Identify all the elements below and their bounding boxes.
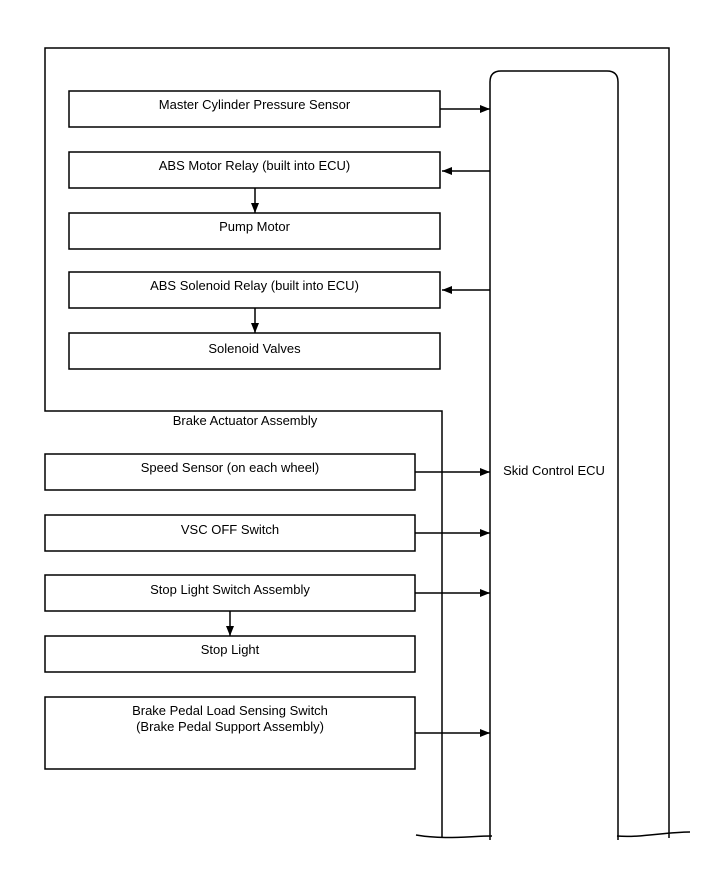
pump-motor-label: Pump Motor bbox=[219, 219, 290, 234]
skid-control-ecu-box bbox=[489, 70, 619, 840]
stop-light-label: Stop Light bbox=[200, 642, 260, 657]
brake-actuator-assembly-outline bbox=[44, 47, 670, 838]
abs-solenoid-relay-label: ABS Solenoid Relay (built into ECU) bbox=[150, 278, 359, 293]
brake-pedal-switch-label-line1: Brake Pedal Load Sensing Switch bbox=[132, 703, 328, 718]
speed-sensor-label: Speed Sensor (on each wheel) bbox=[140, 460, 320, 475]
brake-actuator-assembly-label: Brake Actuator Assembly bbox=[172, 413, 318, 428]
torn-edge bbox=[415, 831, 691, 839]
brake-pedal-switch-label-line2: (Brake Pedal Support Assembly) bbox=[136, 719, 324, 734]
vsc-off-switch-label: VSC OFF Switch bbox=[180, 522, 280, 537]
stop-light-switch-label: Stop Light Switch Assembly bbox=[150, 582, 310, 597]
abs-motor-relay-label: ABS Motor Relay (built into ECU) bbox=[158, 158, 351, 173]
solenoid-valves-label: Solenoid Valves bbox=[208, 341, 301, 356]
master-cylinder-pressure-sensor-label: Master Cylinder Pressure Sensor bbox=[158, 97, 351, 112]
skid-control-ecu-label: Skid Control ECU bbox=[503, 463, 605, 478]
